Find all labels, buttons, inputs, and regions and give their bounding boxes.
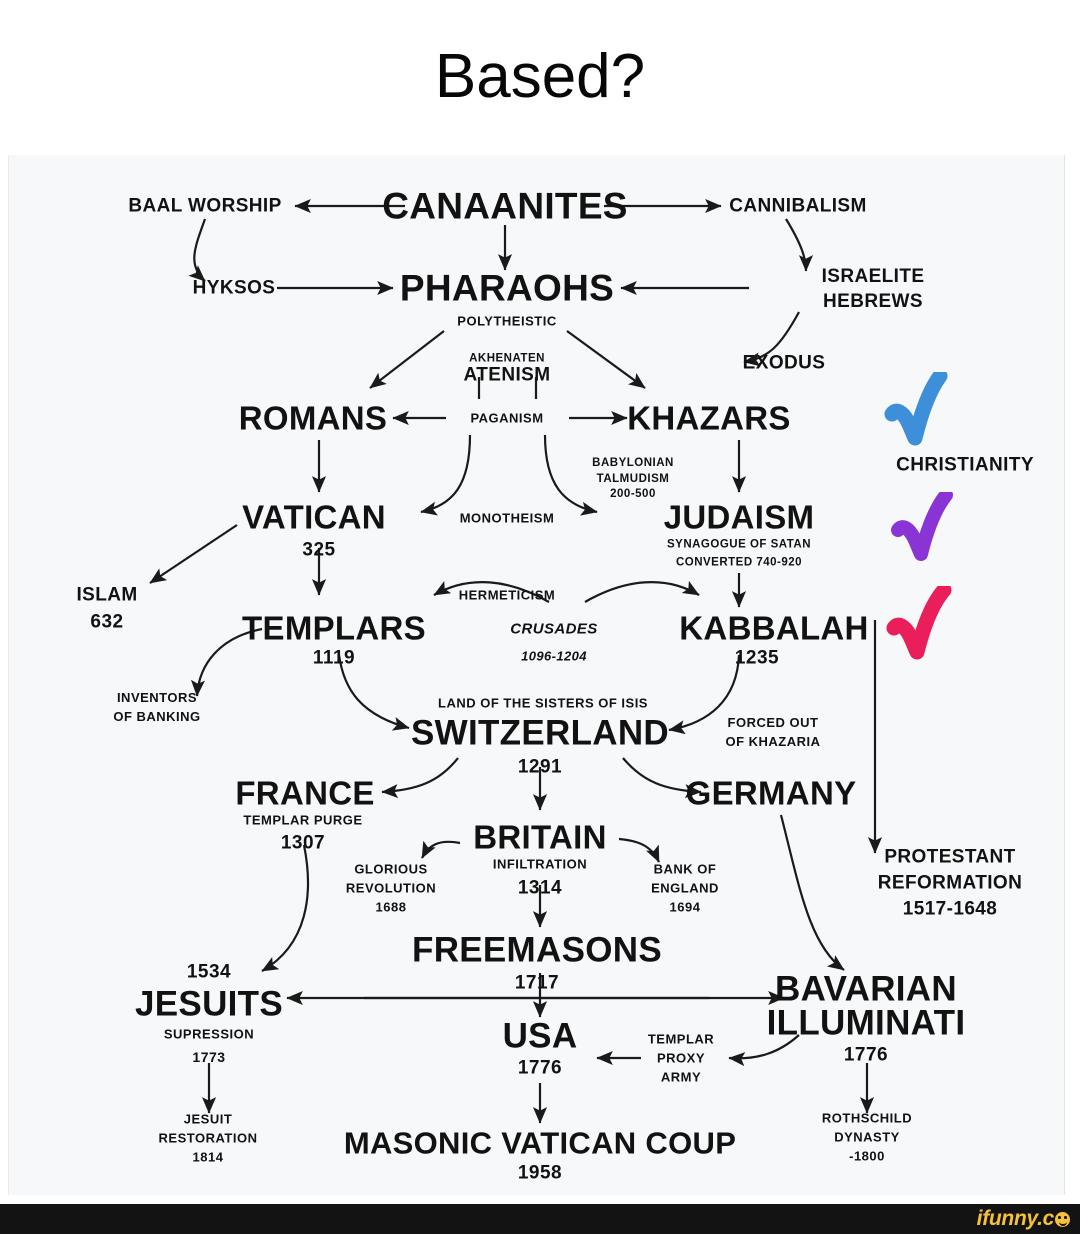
node-freemasons: FREEMASONS [412, 930, 662, 970]
node-kabbalah-year: 1235 [734, 647, 780, 669]
node-infiltration: INFILTRATION [492, 856, 588, 872]
node-jesuit: JESUIT [183, 1111, 233, 1127]
node-khazars: KHAZARS [627, 399, 791, 437]
node-templars: TEMPLARS [242, 609, 426, 647]
node-forced-out: FORCED OUT [727, 715, 819, 730]
node-templar-purge: TEMPLAR PURGE [243, 812, 363, 828]
node-christianity: CHRISTIANITY [896, 454, 1034, 476]
blue-checkmark [884, 372, 954, 458]
node-pharaohs: PHARAOHS [399, 267, 615, 309]
node-paganism: PAGANISM [470, 410, 544, 426]
node-synagogue-of-satan: SYNAGOGUE OF SATAN [666, 538, 812, 551]
node-hebrews: HEBREWS [823, 291, 923, 312]
pink-checkmark [886, 586, 956, 672]
node-inventors: INVENTORS [116, 690, 198, 705]
node-masonic-coup: MASONIC VATICAN COUP [343, 1125, 737, 1161]
node-france-year: 1307 [280, 832, 326, 854]
node-of-khazaria: OF KHAZARIA [725, 734, 821, 749]
ifunny-text: ifunny.c [976, 1207, 1055, 1230]
node-reformation: REFORMATION [877, 872, 1023, 894]
node-islam: ISLAM [76, 584, 138, 606]
node-reformation-years: 1517-1648 [902, 898, 998, 920]
node-atenism: ATENISM [463, 364, 551, 386]
node-hyksos: HYKSOS [192, 277, 276, 299]
node-proxy: PROXY [656, 1050, 705, 1066]
node-bavarian: BAVARIAN [775, 969, 957, 1009]
node-illuminati-year: 1776 [843, 1044, 889, 1066]
node-kabbalah: KABBALAH [679, 609, 869, 647]
node-land-of-isis: LAND OF THE SISTERS OF ISIS [438, 695, 648, 711]
smiley-icon [1055, 1212, 1070, 1227]
node-supression: SUPRESSION [163, 1026, 255, 1042]
node-talmudism: TALMUDISM [596, 472, 670, 485]
node-bank-of: BANK OF [653, 861, 717, 877]
node-britain: BRITAIN [473, 818, 607, 856]
node-revolution: REVOLUTION [345, 880, 437, 896]
node-canaanites: CANAANITES [382, 185, 628, 227]
node-switzerland-year: 1291 [517, 756, 563, 778]
node-jesuits-year: 1534 [186, 961, 232, 983]
ifunny-watermark: ifunny.c [977, 1207, 1070, 1231]
conspiracy-flowchart: BAAL WORSHIP CANAANITES CANNIBALISM HYKS… [8, 155, 1065, 1195]
node-baal-worship: BAAL WORSHIP [128, 195, 282, 217]
node-romans: ROMANS [238, 399, 388, 437]
node-talmudism-years: 200-500 [610, 487, 656, 500]
node-crusades-years: 1096-1204 [521, 648, 587, 664]
node-islam-year: 632 [90, 611, 124, 633]
node-masonic-coup-year: 1958 [517, 1162, 563, 1184]
node-hermeticism: HERMETICISM [458, 587, 556, 603]
node-cannibalism: CANNIBALISM [729, 195, 867, 217]
node-revolution-year: 1688 [375, 899, 407, 915]
node-dynasty-year: -1800 [849, 1148, 885, 1164]
node-usa: USA [502, 1016, 578, 1056]
node-vatican-year: 325 [302, 539, 336, 561]
node-of-banking: OF BANKING [113, 709, 201, 724]
node-france: FRANCE [235, 774, 375, 812]
node-templars-year: 1119 [312, 647, 356, 669]
node-polytheistic: POLYTHEISTIC [457, 313, 557, 329]
node-usa-year: 1776 [517, 1057, 563, 1079]
node-restoration: RESTORATION [158, 1130, 258, 1146]
node-vatican: VATICAN [242, 498, 386, 536]
node-jesuits: JESUITS [135, 984, 283, 1024]
node-freemasons-year: 1717 [514, 972, 560, 994]
node-britain-year: 1314 [517, 877, 563, 899]
node-england-year: 1694 [669, 899, 701, 915]
node-babylonian: BABYLONIAN [592, 456, 674, 469]
node-akhenaten: AKHENATEN [469, 352, 545, 365]
page-title: Based? [0, 0, 1080, 152]
flowchart-connectors [149, 198, 883, 1124]
footer-bar [0, 1204, 1080, 1234]
node-protestant: PROTESTANT [884, 846, 1016, 868]
node-army: ARMY [660, 1069, 702, 1085]
node-exodus: EXODUS [742, 352, 826, 374]
node-dynasty: DYNASTY [834, 1129, 900, 1145]
node-restoration-year: 1814 [192, 1149, 224, 1165]
node-israelite: ISRAELITE [821, 266, 925, 287]
node-monotheism: MONOTHEISM [459, 510, 555, 526]
node-templar: TEMPLAR [647, 1031, 715, 1047]
node-rothschild: ROTHSCHILD [821, 1110, 913, 1126]
node-england: ENGLAND [651, 880, 719, 896]
node-converted: CONVERTED 740-920 [675, 556, 803, 569]
node-crusades: CRUSADES [510, 620, 598, 638]
node-supression-year: 1773 [192, 1049, 226, 1065]
node-judaism: JUDAISM [663, 498, 815, 536]
purple-checkmark [890, 492, 958, 574]
node-glorious: GLORIOUS [354, 861, 428, 877]
node-germany: GERMANY [685, 774, 857, 812]
node-illuminati: ILLUMINATI [766, 1003, 966, 1043]
node-switzerland: SWITZERLAND [411, 713, 669, 753]
